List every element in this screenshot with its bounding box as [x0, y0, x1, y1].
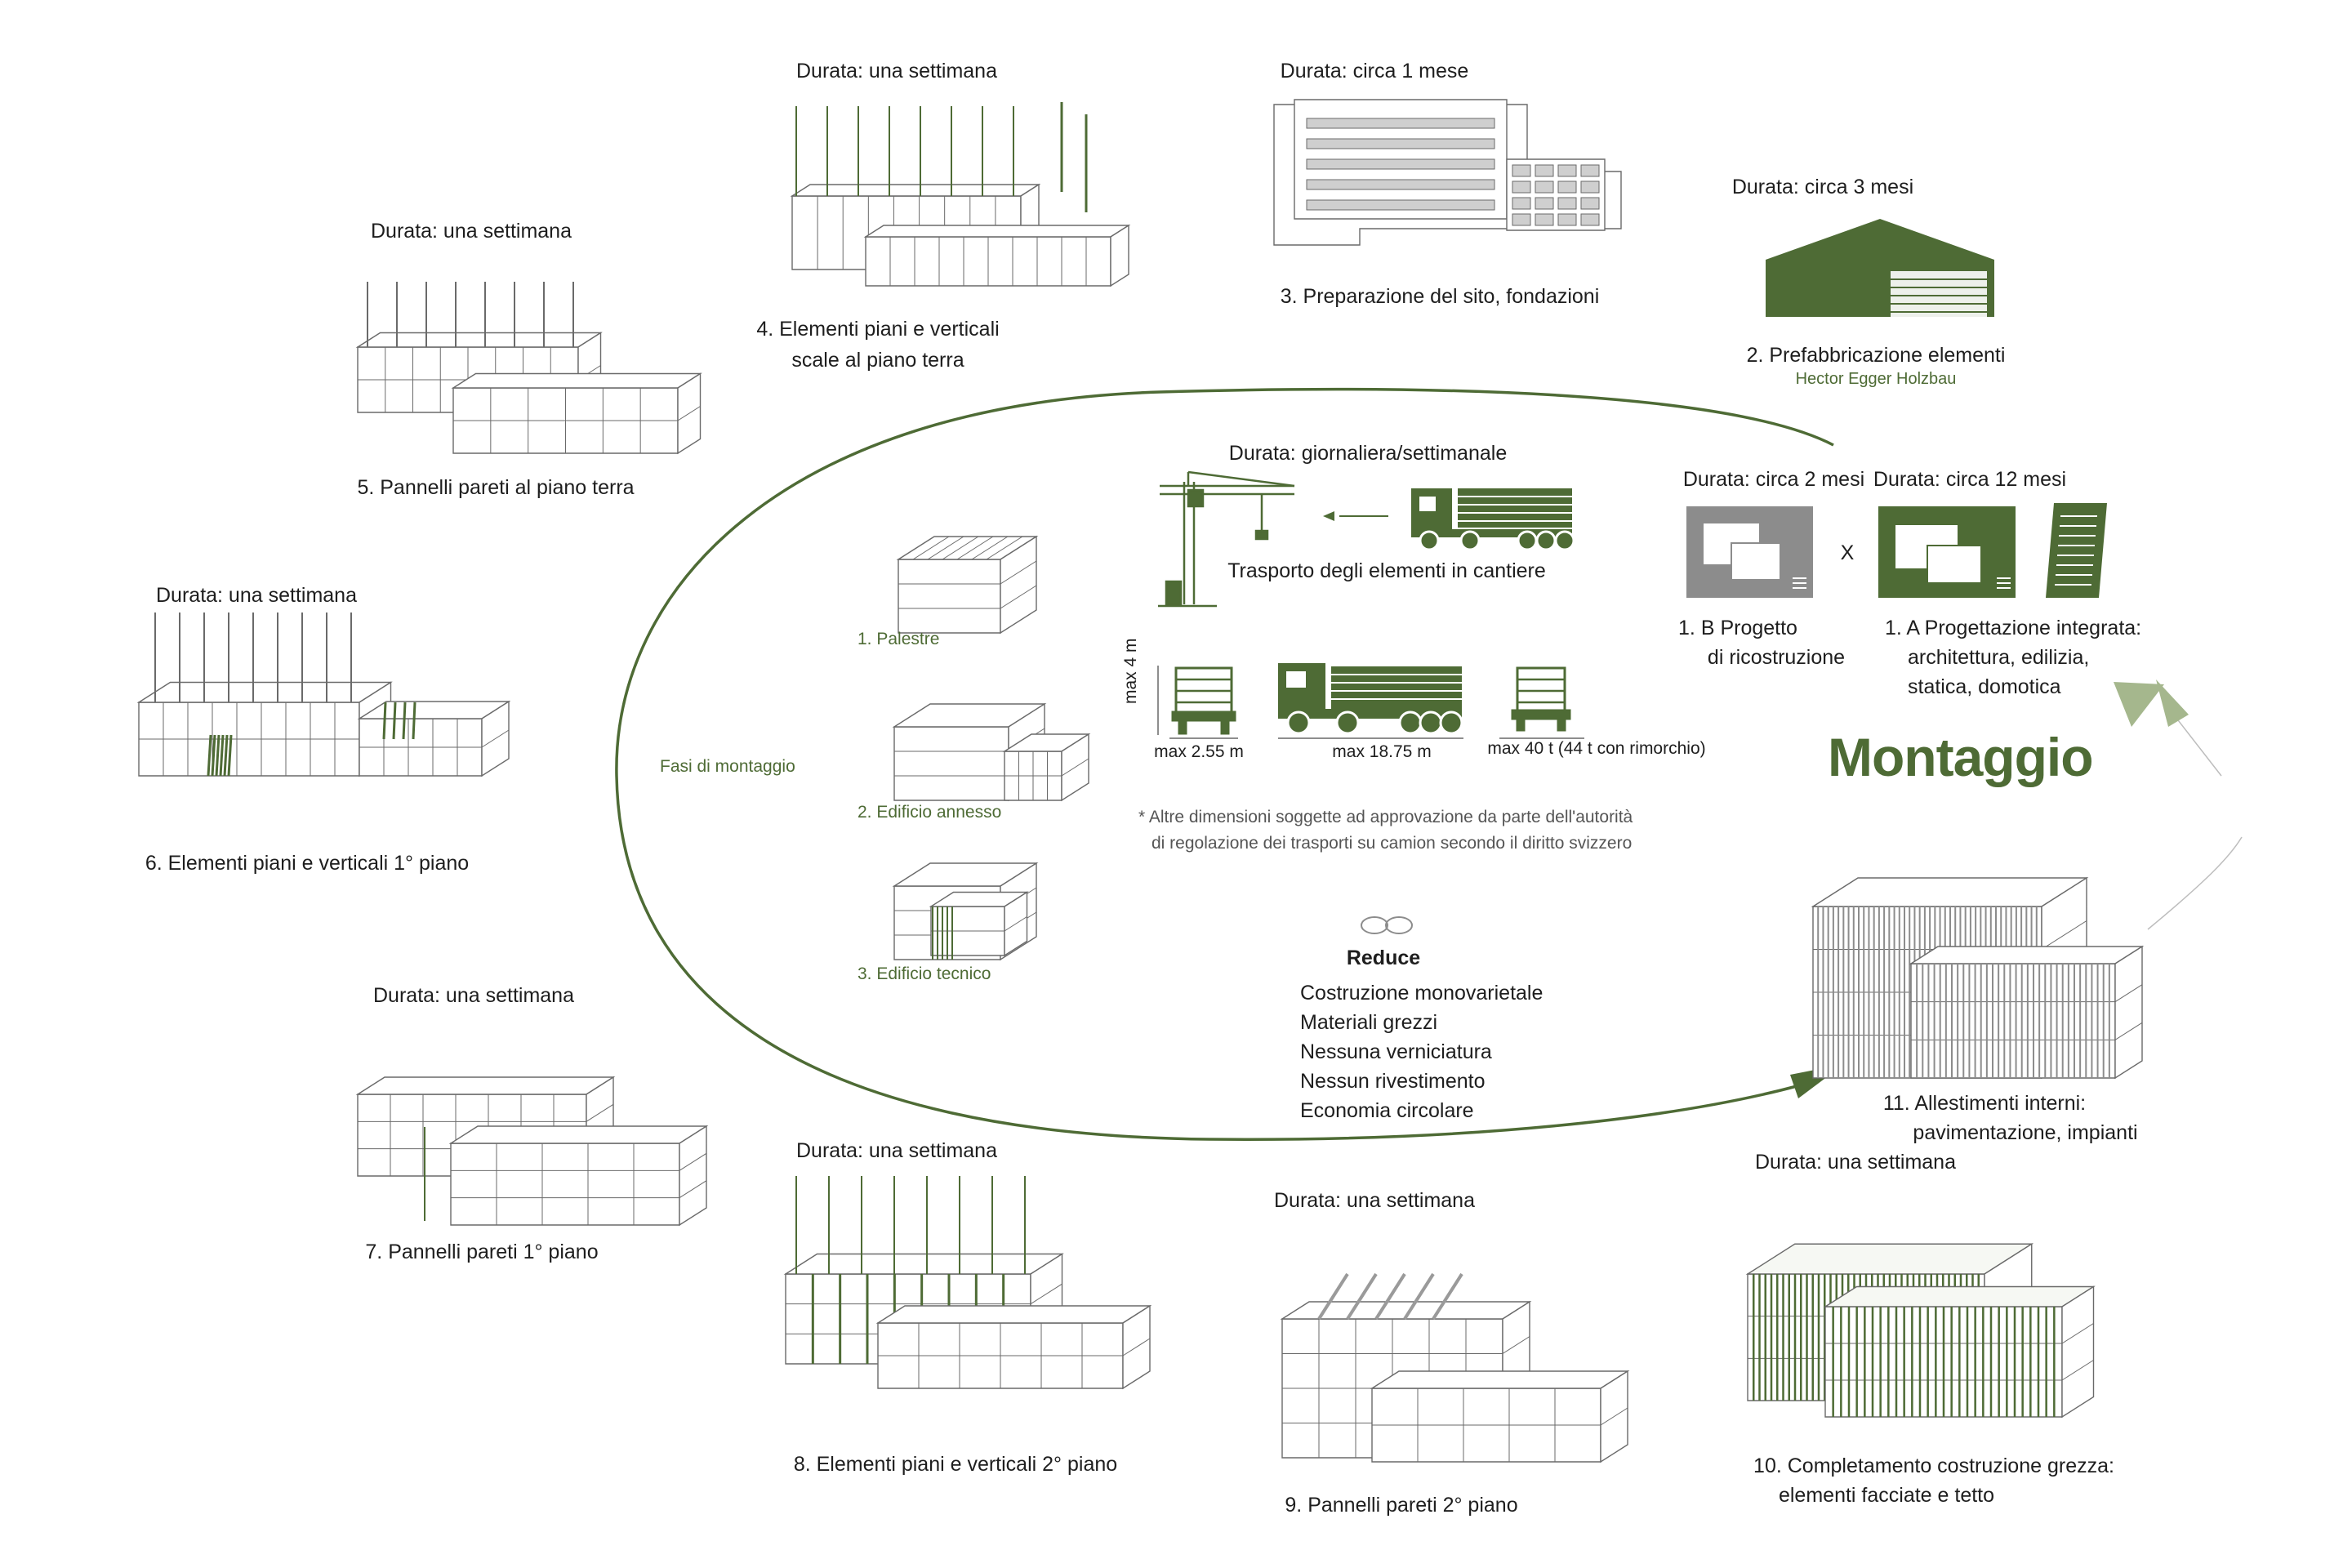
step-6-label: 6. Elementi piani e verticali 1° piano [145, 852, 470, 875]
page-title: Montaggio [1828, 727, 2094, 787]
planning-a-label-3: statica, domotica [1908, 675, 2061, 698]
document-icon [2046, 503, 2107, 598]
step-9-label: 9. Pannelli pareti 2° piano [1285, 1494, 1518, 1517]
return-arrow [2114, 679, 2243, 930]
planning-a-duration: Durata: circa 12 mesi [1873, 468, 2067, 491]
building-11-finished [1811, 876, 2145, 1080]
planning-b-icon [1686, 506, 1813, 598]
step-6-duration: Durata: una settimana [156, 584, 357, 607]
infinity-icon [1361, 916, 1413, 934]
reduce-item: Economia circolare [1300, 1099, 1474, 1122]
center-building-2-annesso [892, 702, 1091, 802]
step-11-label-2: pavimentazione, impianti [1913, 1121, 2138, 1144]
planning-b-label-2: di ricostruzione [1707, 646, 1846, 669]
transport-note-2: di regolazione dei trasporti su camion s… [1152, 834, 1633, 853]
building-3-label: 3. Edificio tecnico [858, 964, 991, 983]
transport-height: max 4 m [1121, 638, 1140, 704]
transport-note-1: * Altre dimensioni soggette ad approvazi… [1138, 808, 1633, 826]
building-8-second-frame [783, 1176, 1152, 1390]
building-9-second-walls [1280, 1272, 1630, 1463]
planning-a-label-1: 1. A Progettazione integrata: [1885, 617, 2142, 639]
step-5-label: 5. Pannelli pareti al piano terra [357, 476, 635, 499]
reduce-list: Costruzione monovarietale Materiali grez… [1300, 978, 1543, 1125]
building-4-ground-frame [790, 102, 1131, 287]
transport-weight: max 40 t (44 t con rimorchio) [1487, 739, 1706, 758]
building-6-first-frame [136, 612, 511, 777]
step-2-company: Hector Egger Holzbau [1795, 370, 1957, 388]
step-4-duration: Durata: una settimana [796, 60, 997, 82]
transport-width: max 2.55 m [1154, 742, 1244, 761]
center-building-1-palestre [896, 535, 1039, 635]
step-11-label-1: 11. Allestimenti interni: [1882, 1092, 2087, 1115]
step-3-label: 3. Preparazione del sito, fondazioni [1280, 285, 1600, 308]
crane-icon [1158, 470, 1295, 608]
step-5-duration: Durata: una settimana [371, 220, 572, 243]
step-4-label-2: scale al piano terra [791, 349, 964, 372]
step-7-label: 7. Pannelli pareti 1° piano [365, 1241, 599, 1263]
step-10-label-2: elementi facciate e tetto [1778, 1484, 1995, 1507]
truck-side-icon [1278, 663, 1463, 739]
step-10-label-1: 10. Completamento costruzione grezza: [1753, 1454, 2114, 1477]
center-building-3-tecnico [892, 862, 1039, 961]
step-2-label: 2. Prefabbricazione elementi [1746, 344, 2006, 367]
transport-duration: Durata: giornaliera/settimanale [1228, 442, 1508, 465]
reduce-item: Nessuna verniciatura [1300, 1040, 1492, 1063]
reduce-heading: Reduce [1346, 947, 1421, 969]
truck-icon [1411, 488, 1575, 551]
transport-label: Trasporto degli elementi in cantiere [1227, 559, 1546, 582]
transport-length: max 18.75 m [1332, 742, 1432, 761]
building-10-facades-roof [1745, 1242, 2096, 1419]
cycle-arrow [615, 387, 1844, 1141]
planning-b-duration: Durata: circa 2 mesi [1682, 468, 1865, 491]
planning-b-label-1: 1. B Progetto [1678, 617, 1797, 639]
step-8-duration: Durata: una settimana [796, 1139, 997, 1162]
step-2-duration: Durata: circa 3 mesi [1731, 176, 1914, 198]
planning-x: X [1840, 541, 1855, 564]
reduce-item: Materiali grezzi [1300, 1011, 1438, 1034]
building-5-ground-walls [355, 282, 702, 455]
fasi-label: Fasi di montaggio [660, 757, 795, 776]
building-1-label: 1. Palestre [858, 630, 940, 648]
planning-a-label-2: architettura, edilizia, [1908, 646, 2090, 669]
truck-rear-icon [1157, 666, 1238, 739]
planning-a-icon [1878, 506, 2016, 598]
building-7-first-walls [355, 1076, 709, 1227]
step-10-duration: Durata: una settimana [1755, 1151, 1956, 1174]
prefab-hall-icon [1766, 219, 1994, 317]
step-4-label-1: 4. Elementi piani e verticali [756, 318, 1000, 341]
reduce-item: Costruzione monovarietale [1300, 982, 1544, 1004]
step-8-label: 8. Elementi piani e verticali 2° piano [793, 1453, 1118, 1476]
step-7-duration: Durata: una settimana [373, 984, 574, 1007]
truck-weight-icon [1499, 666, 1584, 739]
building-3-foundations [1273, 99, 1622, 246]
direction-arrow [1323, 511, 1388, 521]
reduce-item: Nessun rivestimento [1300, 1070, 1486, 1093]
building-2-label: 2. Edificio annesso [858, 803, 1002, 822]
step-9-duration: Durata: una settimana [1274, 1189, 1475, 1212]
step-3-duration: Durata: circa 1 mese [1280, 60, 1469, 82]
